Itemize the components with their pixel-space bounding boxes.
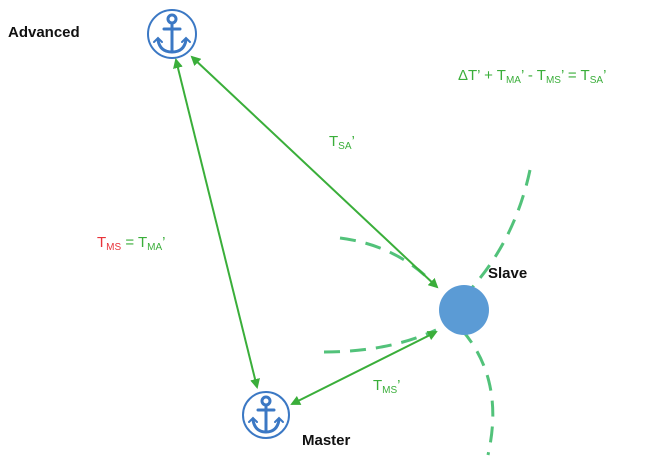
slave-node — [439, 285, 489, 335]
advanced-node — [147, 9, 197, 59]
tms-equals-tma-label: TMS = TMA’ — [97, 234, 166, 253]
arrow-master-slave — [290, 331, 438, 405]
dashed-arc-lower — [460, 329, 495, 456]
advanced-label: Advanced — [8, 24, 80, 41]
anchor-icon — [248, 395, 284, 434]
tsa-label: TSA’ — [329, 133, 355, 152]
dashed-arc-upper — [468, 169, 532, 292]
arrow-advanced-slave — [190, 55, 439, 289]
tms-label: TMS’ — [373, 377, 401, 396]
master-label: Master — [302, 432, 351, 449]
anchor-icon — [153, 13, 191, 54]
dashed-arc-left-upper — [339, 236, 434, 284]
equation-label: ΔT’ + TMA’ - TMS’ = TSA’ — [458, 67, 606, 86]
arrow-advanced-master — [173, 58, 260, 389]
master-node — [242, 391, 290, 439]
slave-label: Slave — [488, 265, 527, 282]
